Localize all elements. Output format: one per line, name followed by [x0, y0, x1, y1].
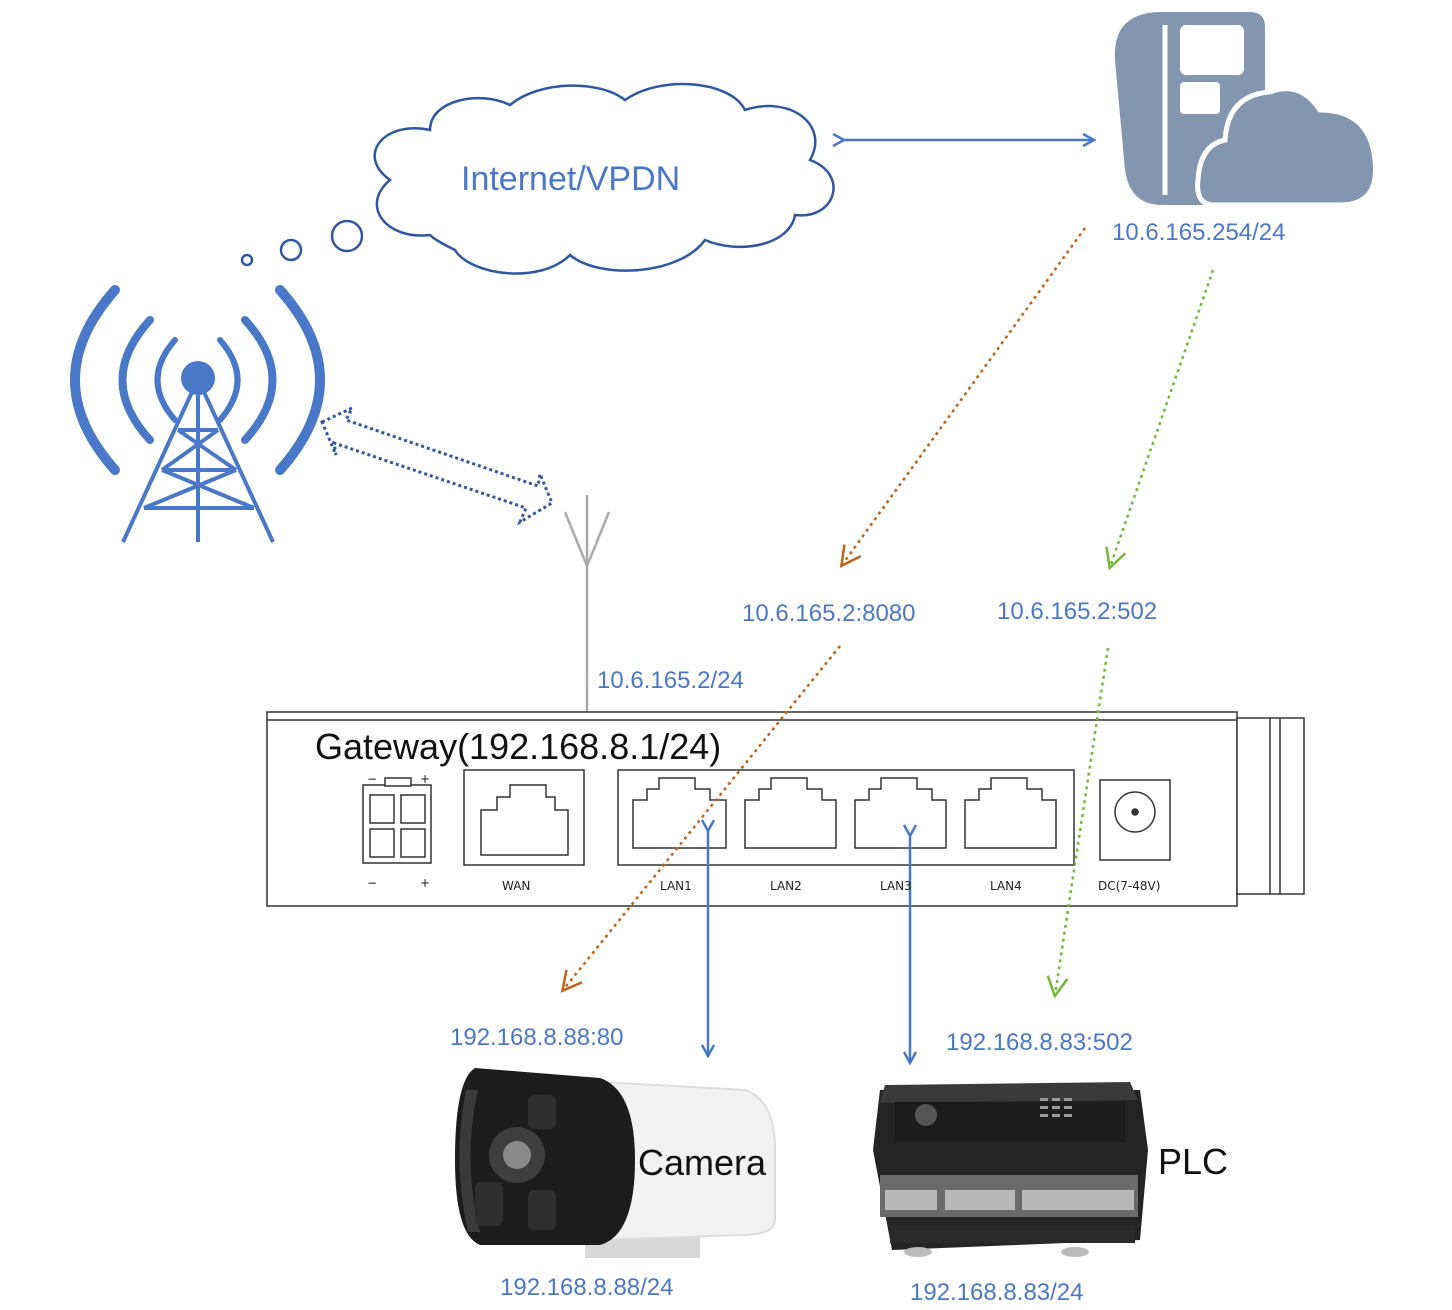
- gateway-wan-ip: 10.6.165.2/24: [597, 667, 744, 694]
- wireless-link-arrow: [320, 404, 554, 526]
- server-ip: 10.6.165.254/24: [1112, 219, 1286, 246]
- port-label-lan1: LAN1: [660, 879, 692, 893]
- thought-bubbles: [240, 219, 364, 267]
- camera-label: Camera: [638, 1142, 767, 1183]
- plc-label: PLC: [1158, 1141, 1229, 1182]
- antenna-icon: [563, 495, 611, 712]
- plc-forward-address: 10.6.165.2:502: [997, 598, 1158, 625]
- power-plus-top: +: [420, 772, 431, 786]
- gateway-device: [266, 711, 1305, 907]
- camera-service-address: 192.168.8.88:80: [450, 1024, 624, 1051]
- camera-icon: [455, 1068, 776, 1258]
- port-label-wan: WAN: [502, 879, 531, 893]
- cell-tower-icon: [70, 285, 325, 543]
- port-label-lan2: LAN2: [770, 879, 802, 893]
- forward-arrow-server-to-502: [1105, 269, 1215, 571]
- server-cloud-icon: [1114, 12, 1379, 208]
- plc-icon: [873, 1082, 1148, 1257]
- cloud-label: Internet/VPDN: [461, 160, 681, 198]
- camera-forward-address: 10.6.165.2:8080: [742, 600, 916, 627]
- forward-arrow-502-to-plc: [1046, 647, 1110, 999]
- plc-service-address: 192.168.8.83:502: [946, 1029, 1133, 1056]
- plc-ip: 192.168.8.83/24: [910, 1279, 1084, 1306]
- port-label-lan3: LAN3: [880, 879, 912, 893]
- power-minus-bottom: −: [367, 876, 378, 890]
- port-label-dc: DC(7-48V): [1098, 879, 1161, 893]
- power-minus-top: −: [367, 772, 378, 786]
- port-label-lan4: LAN4: [990, 879, 1022, 893]
- power-plus-bottom: +: [420, 876, 431, 890]
- camera-ip: 192.168.8.88/24: [500, 1274, 674, 1301]
- internet-cloud-icon: [373, 82, 835, 275]
- forward-arrow-server-to-8080: [839, 227, 1087, 568]
- gateway-title: Gateway(192.168.8.1/24): [315, 726, 722, 767]
